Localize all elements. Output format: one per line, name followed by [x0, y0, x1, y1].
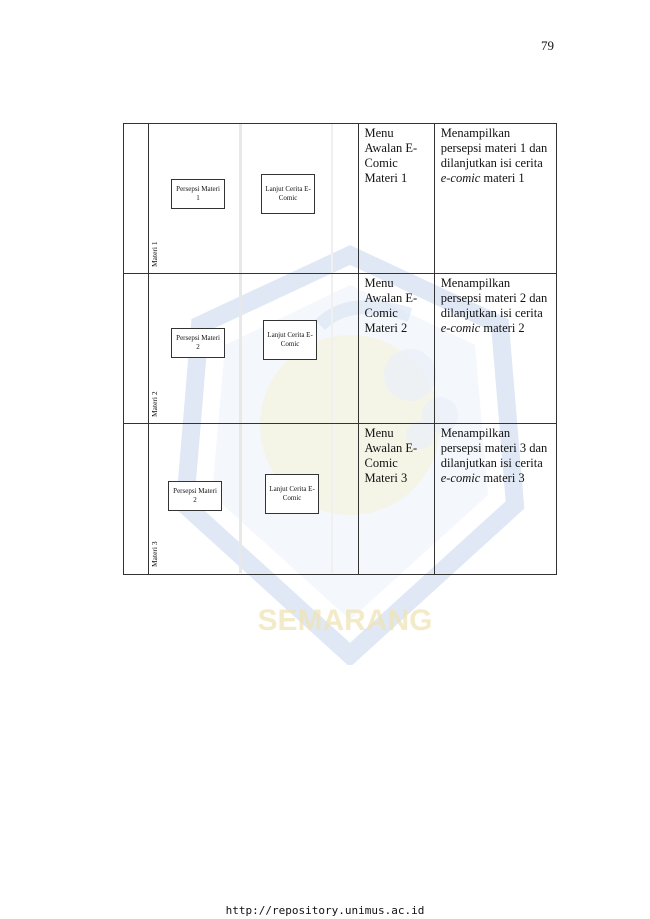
screen-mockup: Materi 3 Persepsi Materi 2 Lanjut Cerita… [149, 424, 357, 573]
description-cell: Menampilkan persepsi materi 2 dan dilanj… [433, 273, 558, 424]
screen-label: Materi 2 [150, 391, 160, 417]
description-cell: Menampilkan persepsi materi 1 dan dilanj… [433, 123, 558, 274]
menu-name-cell: Menu Awalan E-Comic Materi 2 [357, 273, 435, 424]
storyboard-table: Materi 1 Persepsi Materi 1 Lanjut Cerita… [122, 123, 558, 575]
menu-name-cell: Menu Awalan E-Comic Materi 1 [357, 123, 435, 274]
screen-mockup: Materi 1 Persepsi Materi 1 Lanjut Cerita… [149, 124, 357, 273]
row-index-cell [122, 123, 150, 274]
persepsi-box: Persepsi Materi 2 [168, 481, 223, 511]
row-index-cell [122, 423, 150, 575]
page-number: 79 [541, 38, 554, 53]
lanjut-cerita-box: Lanjut Cerita E-Comic [261, 174, 316, 214]
lanjut-cerita-box: Lanjut Cerita E-Comic [265, 474, 320, 514]
persepsi-box: Persepsi Materi 2 [171, 328, 226, 358]
footer-repository-url: http://repository.unimus.ac.id [225, 904, 425, 917]
menu-name-cell: Menu Awalan E-Comic Materi 3 [357, 423, 435, 575]
watermark-text: SEMARANG [257, 604, 432, 637]
table-row: Materi 3 Persepsi Materi 2 Lanjut Cerita… [122, 423, 558, 575]
lanjut-cerita-box: Lanjut Cerita E-Comic [263, 320, 318, 360]
table-row: Materi 1 Persepsi Materi 1 Lanjut Cerita… [122, 123, 558, 274]
row-index-cell [122, 273, 150, 424]
screen-label: Materi 1 [150, 241, 160, 267]
screen-label: Materi 3 [150, 541, 160, 567]
screen-mockup-cell: Materi 3 Persepsi Materi 2 Lanjut Cerita… [148, 423, 359, 575]
table-row: Materi 2 Persepsi Materi 2 Lanjut Cerita… [122, 273, 558, 424]
screen-mockup-cell: Materi 1 Persepsi Materi 1 Lanjut Cerita… [148, 123, 359, 274]
screen-mockup: Materi 2 Persepsi Materi 2 Lanjut Cerita… [149, 274, 357, 423]
persepsi-box: Persepsi Materi 1 [171, 179, 226, 209]
description-cell: Menampilkan persepsi materi 3 dan dilanj… [433, 423, 558, 575]
screen-mockup-cell: Materi 2 Persepsi Materi 2 Lanjut Cerita… [148, 273, 359, 424]
